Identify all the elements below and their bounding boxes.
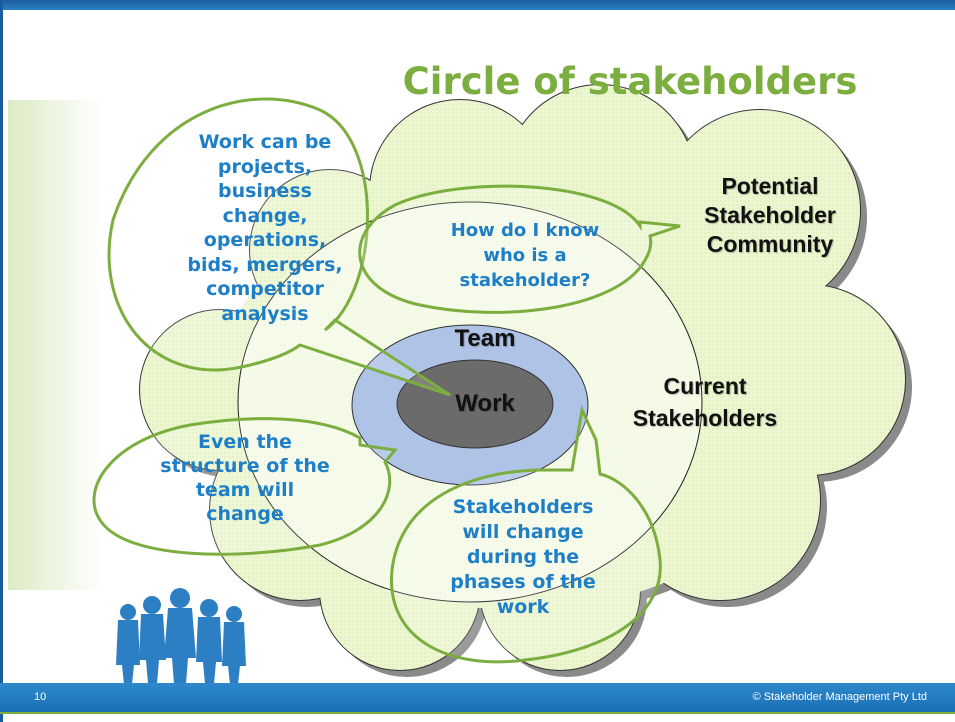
work-types-line-4: change,	[222, 204, 308, 227]
page-number: 10	[34, 691, 47, 703]
work-types-line-8: analysis	[221, 302, 309, 325]
how-know-line-2: who is a	[483, 245, 567, 266]
team-structure-line-4: change	[206, 503, 284, 525]
team-label: Team	[454, 325, 516, 352]
copyright-notice: © Stakeholder Management Pty Ltd	[752, 691, 927, 703]
callout-stakeholders-change-text: Stakeholders will change during the phas…	[418, 495, 628, 620]
work-types-line-6: bids, mergers,	[187, 253, 343, 276]
people-silhouette-icon	[116, 588, 246, 684]
callout-work-types-text: Work can be projects, business change, o…	[160, 130, 370, 326]
callout-team-structure-text: Even the structure of the team will chan…	[130, 430, 360, 526]
work-types-line-5: operations,	[203, 229, 327, 251]
work-label: Work	[455, 390, 515, 417]
stakeholders-change-line-5: work	[496, 596, 550, 618]
callout-team-structure	[92, 417, 398, 556]
work-types-line-7: competitor	[206, 278, 324, 300]
top-bar	[0, 0, 955, 10]
team-structure-line-3: team will	[195, 479, 295, 501]
side-gradient-strip	[8, 100, 103, 590]
how-know-line-3: stakeholder?	[459, 270, 591, 291]
potential-line-2: Stakeholder	[704, 202, 836, 228]
current-stakeholders-label: Current Stakeholders	[600, 370, 810, 434]
potential-stakeholder-label: Potential Stakeholder Community	[650, 172, 890, 259]
team-structure-line-1: Even the	[198, 431, 292, 453]
work-ellipse	[396, 359, 554, 449]
potential-line-1: Potential	[721, 173, 819, 199]
stakeholders-change-line-2: will change	[462, 521, 584, 543]
current-line-2: Stakeholders	[632, 405, 778, 431]
page-title: Circle of stakeholders	[402, 60, 858, 103]
callout-work-types	[107, 97, 451, 397]
how-know-line-1: How do I know	[450, 220, 600, 241]
stakeholders-change-line-4: phases of the	[450, 571, 596, 593]
potential-line-3: Community	[706, 231, 834, 257]
team-structure-line-2: structure of the	[160, 455, 330, 477]
current-line-1: Current	[663, 373, 747, 399]
work-types-line-2: projects,	[217, 155, 313, 178]
stakeholders-change-line-1: Stakeholders	[452, 496, 594, 518]
callout-stakeholders-change	[390, 404, 662, 664]
work-types-line-3: business	[218, 180, 312, 202]
stakeholders-change-line-3: during the	[466, 546, 580, 568]
callout-how-know-text: How do I know who is a stakeholder?	[410, 218, 640, 293]
left-border	[0, 0, 3, 722]
callout-how-know	[358, 184, 681, 314]
work-types-line-1: Work can be	[198, 131, 332, 153]
footer-bar: 10 © Stakeholder Management Pty Ltd	[0, 683, 955, 714]
